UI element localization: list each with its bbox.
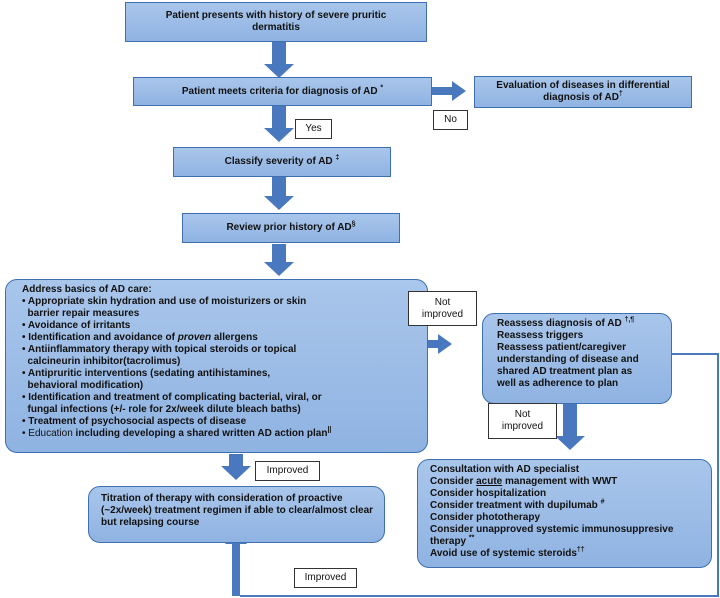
basics-item: • Antiinflammatory therapy with topical … xyxy=(22,344,297,355)
specialist-line: Consider phototherapy xyxy=(430,512,541,523)
basics-title: Address basics of AD care: xyxy=(22,284,152,295)
basics-item-allergens: • Identification and avoidance of proven… xyxy=(22,332,258,343)
node-presents: Patient presents with history of severe … xyxy=(125,2,427,42)
basics-item: • Appropriate skin hydration and use of … xyxy=(22,296,307,307)
node-review-text: Review prior history of AD§ xyxy=(226,220,356,233)
arrow-right-2 xyxy=(426,334,452,354)
specialist-line: Consider treatment with dupilumab # xyxy=(430,498,605,511)
specialist-line: Consider unapproved systemic immunosuppr… xyxy=(430,524,674,535)
reassess-line: shared AD treatment plan as xyxy=(497,366,633,377)
arrow-down-6 xyxy=(221,454,251,480)
basics-item: • Antipruritic interventions (sedating a… xyxy=(22,368,271,379)
specialist-line: Consider acute management with WWT xyxy=(430,476,618,487)
basics-item: behavioral modification) xyxy=(22,380,144,391)
node-reassess: Reassess diagnosis of AD †,¶ Reassess tr… xyxy=(482,313,672,404)
node-evaluation: Evaluation of diseases in differential d… xyxy=(474,76,692,108)
arrow-down-5 xyxy=(555,404,585,450)
specialist-line: therapy ** xyxy=(430,534,475,547)
edge-label-improved: Improved xyxy=(294,568,357,588)
reassess-triggers: Reassess triggers xyxy=(497,330,584,341)
basics-item: • Avoidance of irritants xyxy=(22,320,131,331)
specialist-line: Consider hospitalization xyxy=(430,488,547,499)
edge-label-improved: Improved xyxy=(255,461,320,481)
edge-label-not-improved: Not improved xyxy=(408,291,477,326)
reassess-line: well as adherence to plan xyxy=(497,378,619,389)
arrow-down-4 xyxy=(264,244,294,276)
specialist-line: Avoid use of systemic steroids†† xyxy=(430,546,585,559)
edge-label-yes: Yes xyxy=(295,119,332,139)
arrow-down-1 xyxy=(264,42,294,78)
edge-label-not-improved: Not improved xyxy=(488,403,557,439)
node-meets-criteria: Patient meets criteria for diagnosis of … xyxy=(133,77,432,106)
reassess-diagnosis: Reassess diagnosis of AD †,¶ xyxy=(497,316,635,329)
basics-item-education: • Education including developing a share… xyxy=(22,426,332,439)
node-presents-text: Patient presents with history of severe … xyxy=(165,10,387,33)
node-meets-criteria-text: Patient meets criteria for diagnosis of … xyxy=(181,84,384,97)
basics-item: • Identification and treatment of compli… xyxy=(22,392,322,403)
reassess-line: understanding of disease and xyxy=(497,354,639,365)
node-review: Review prior history of AD§ xyxy=(182,213,400,243)
node-titration: Titration of therapy with consideration … xyxy=(88,486,385,543)
arrow-down-2 xyxy=(264,106,294,142)
specialist-line: Consultation with AD specialist xyxy=(430,464,580,475)
basics-item: fungal infections (+/- role for 2x/week … xyxy=(22,404,301,415)
basics-item: • Treatment of psychosocial aspects of d… xyxy=(22,416,247,427)
node-specialist: Consultation with AD specialist Consider… xyxy=(417,459,712,568)
basics-item: barrier repair measures xyxy=(22,308,140,319)
node-titration-text: Titration of therapy with consideration … xyxy=(101,493,374,528)
node-classify: Classify severity of AD ‡ xyxy=(173,147,391,177)
edge-label-no: No xyxy=(433,110,468,130)
node-evaluation-text: Evaluation of diseases in differential d… xyxy=(496,80,670,103)
arrow-down-3 xyxy=(264,176,294,210)
arrow-right-1 xyxy=(432,81,466,101)
basics-item: calcineurin inhibitor(tacrolimus) xyxy=(22,356,181,367)
node-classify-text: Classify severity of AD ‡ xyxy=(224,154,340,167)
reassess-line: Reassess patient/caregiver xyxy=(497,342,626,353)
node-basics: Address basics of AD care: • Appropriate… xyxy=(5,279,428,453)
